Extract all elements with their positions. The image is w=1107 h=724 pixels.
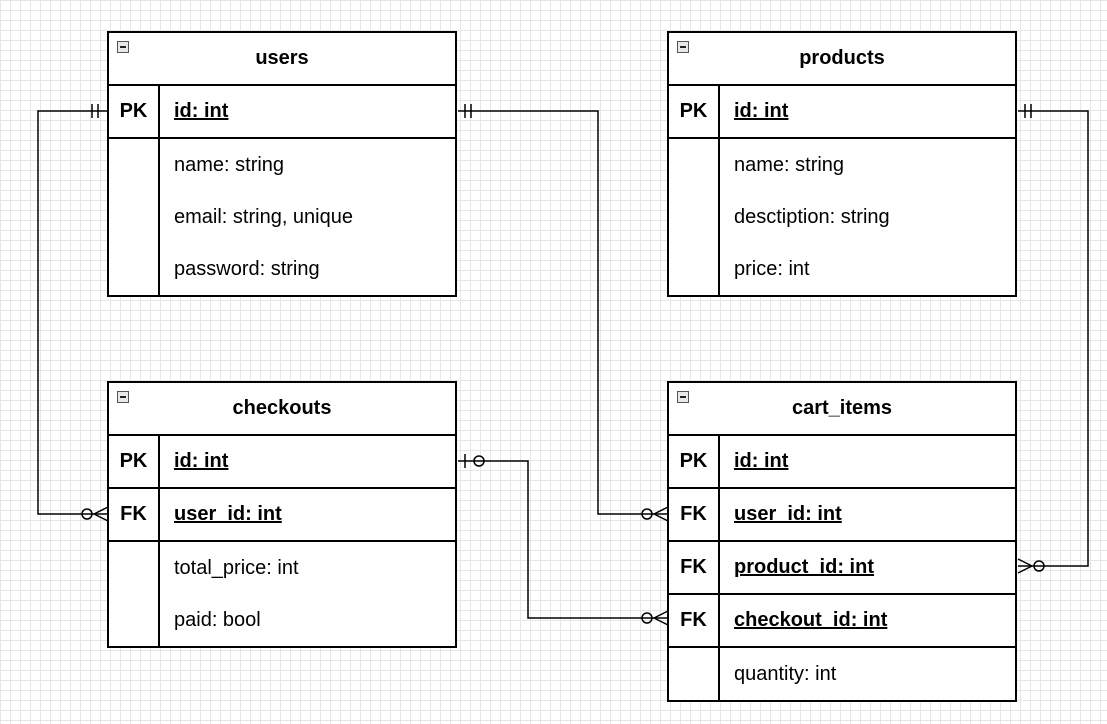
field-total-price[interactable]: total_price: int bbox=[174, 556, 299, 579]
key-type: PK bbox=[669, 436, 720, 487]
key-type: FK bbox=[669, 542, 720, 593]
key-field: product_id: int bbox=[734, 556, 874, 578]
field-quantity[interactable]: quantity: int bbox=[734, 662, 837, 685]
entity-title: users bbox=[255, 47, 309, 69]
entity-title: cart_items bbox=[791, 397, 893, 419]
key-field: id: int bbox=[174, 100, 229, 122]
collapse-icon[interactable] bbox=[677, 41, 689, 53]
entity-title: products bbox=[799, 47, 885, 69]
field-price[interactable]: price: int bbox=[734, 257, 810, 280]
key-type: PK bbox=[109, 436, 160, 487]
relationship-checkouts-cart-items[interactable] bbox=[458, 454, 669, 626]
key-field: id: int bbox=[734, 100, 789, 122]
key-type: FK bbox=[109, 489, 160, 540]
attributes: name: string email: string, unique passw… bbox=[109, 139, 455, 295]
entity-header[interactable]: products bbox=[669, 33, 1015, 86]
key-column bbox=[109, 139, 160, 295]
attributes: quantity: int bbox=[669, 648, 1015, 700]
key-row-id[interactable]: PK id: int bbox=[669, 436, 1015, 489]
key-row-id[interactable]: PK id: int bbox=[669, 86, 1015, 139]
field-name[interactable]: name: string bbox=[174, 153, 285, 176]
key-field: id: int bbox=[174, 450, 229, 472]
key-row-id[interactable]: PK id: int bbox=[109, 86, 455, 139]
collapse-icon[interactable] bbox=[117, 41, 129, 53]
key-field: user_id: int bbox=[174, 503, 282, 525]
field-description[interactable]: desctiption: string bbox=[734, 205, 890, 228]
key-row-product-id[interactable]: FK product_id: int bbox=[669, 542, 1015, 595]
collapse-icon[interactable] bbox=[117, 391, 129, 403]
key-row-user-id[interactable]: FK user_id: int bbox=[109, 489, 455, 542]
key-field: user_id: int bbox=[734, 503, 842, 525]
attributes: name: string desctiption: string price: … bbox=[669, 139, 1015, 295]
key-row-user-id[interactable]: FK user_id: int bbox=[669, 489, 1015, 542]
key-column bbox=[669, 139, 720, 295]
key-column bbox=[109, 542, 160, 646]
entity-products[interactable]: products PK id: int name: string desctip… bbox=[667, 31, 1017, 297]
key-type: PK bbox=[109, 86, 160, 137]
key-column bbox=[669, 648, 720, 700]
entity-header[interactable]: checkouts bbox=[109, 383, 455, 436]
key-type: PK bbox=[669, 86, 720, 137]
key-type: FK bbox=[669, 595, 720, 646]
field-name[interactable]: name: string bbox=[734, 153, 845, 176]
entity-header[interactable]: cart_items bbox=[669, 383, 1015, 436]
entity-title: checkouts bbox=[232, 397, 332, 419]
field-email[interactable]: email: string, unique bbox=[174, 205, 353, 228]
key-type: FK bbox=[669, 489, 720, 540]
key-field: id: int bbox=[734, 450, 789, 472]
key-field: checkout_id: int bbox=[734, 609, 888, 631]
relationship-users-cart-items[interactable] bbox=[458, 104, 669, 522]
relationship-products-cart-items[interactable] bbox=[1017, 104, 1089, 574]
entity-checkouts[interactable]: checkouts PK id: int FK user_id: int tot… bbox=[107, 381, 457, 648]
key-row-checkout-id[interactable]: FK checkout_id: int bbox=[669, 595, 1015, 648]
field-paid[interactable]: paid: bool bbox=[174, 608, 261, 631]
entity-header[interactable]: users bbox=[109, 33, 455, 86]
entity-cart-items[interactable]: cart_items PK id: int FK user_id: int FK… bbox=[667, 381, 1017, 702]
key-row-id[interactable]: PK id: int bbox=[109, 436, 455, 489]
field-password[interactable]: password: string bbox=[174, 257, 320, 280]
collapse-icon[interactable] bbox=[677, 391, 689, 403]
relationship-users-checkouts[interactable] bbox=[37, 104, 109, 522]
entity-users[interactable]: users PK id: int name: string email: str… bbox=[107, 31, 457, 297]
attributes: total_price: int paid: bool bbox=[109, 542, 455, 646]
